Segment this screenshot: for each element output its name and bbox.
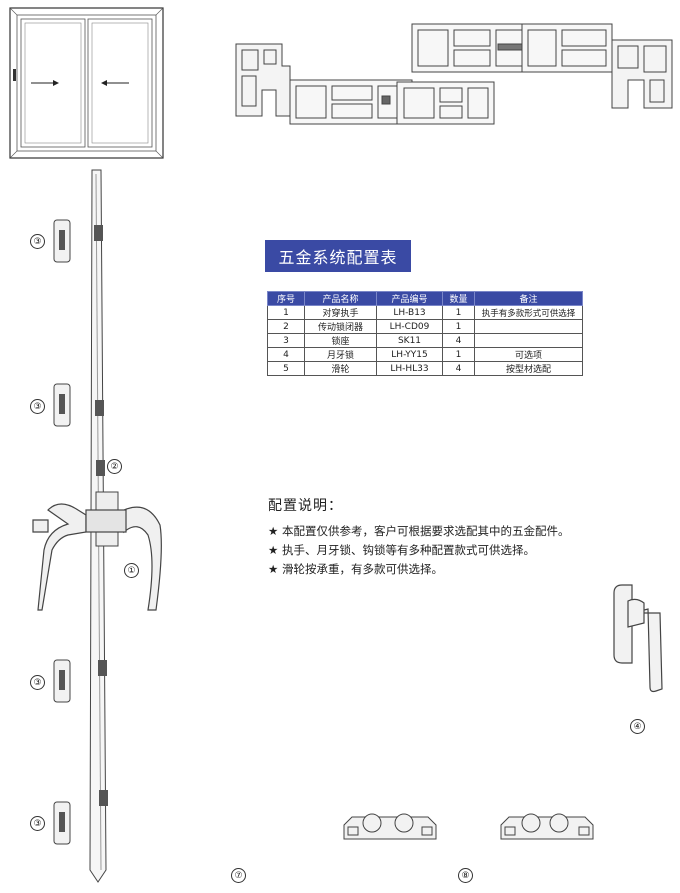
table-cell: 5 [267, 361, 305, 376]
callout-3-top: ③ [30, 234, 45, 249]
pulley-diagram-a [343, 813, 437, 840]
window-elevation-diagram [9, 7, 164, 159]
callout-3-bottom: ③ [30, 816, 45, 831]
callout-3-upper: ③ [30, 399, 45, 414]
table-cell: 滑轮 [304, 361, 377, 376]
table-cell [474, 319, 583, 334]
callout-7: ⑦ [231, 868, 246, 883]
note-item: ★ 滑轮按承重，有多款可供选择。 [268, 562, 443, 576]
table-cell [474, 333, 583, 348]
table-header-cell: 备注 [474, 291, 583, 306]
table-cell: LH-B13 [376, 305, 443, 320]
table-header-row: 序号 产品名称 产品编号 数量 备注 [267, 291, 583, 306]
table-cell: LH-YY15 [376, 347, 443, 362]
callout-1: ① [124, 563, 139, 578]
table-title: 五金系统配置表 [265, 240, 411, 272]
profile-cross-section-diagram [235, 23, 673, 125]
table-cell: 按型材选配 [474, 361, 583, 376]
table-cell: 传动锁闭器 [304, 319, 377, 334]
table-cell: 1 [442, 319, 475, 334]
notes-heading: 配置说明： [268, 498, 343, 514]
note-item: ★ 本配置仅供参考，客户可根据要求选配其中的五金配件。 [268, 524, 570, 538]
table-cell: 执手有多款形式可供选择 [474, 305, 583, 320]
crescent-lock-diagram [613, 584, 663, 693]
callout-4: ④ [630, 719, 645, 734]
pulley-diagram-b [500, 813, 594, 840]
table-cell: 4 [442, 333, 475, 348]
table-cell: 4 [267, 347, 305, 362]
table-cell: 锁座 [304, 333, 377, 348]
table-cell: 可选项 [474, 347, 583, 362]
table-row: 2 传动锁闭器 LH-CD09 1 [267, 319, 583, 334]
table-row: 1 对穿执手 LH-B13 1 执手有多款形式可供选择 [267, 305, 583, 320]
callout-3-lower: ③ [30, 675, 45, 690]
table-cell: 3 [267, 333, 305, 348]
table-cell: LH-CD09 [376, 319, 443, 334]
table-row: 5 滑轮 LH-HL33 4 按型材选配 [267, 361, 583, 376]
table-header-cell: 产品名称 [304, 291, 377, 306]
table-cell: 4 [442, 361, 475, 376]
table-cell: 对穿执手 [304, 305, 377, 320]
table-cell: 1 [442, 305, 475, 320]
table-row: 4 月牙锁 LH-YY15 1 可选项 [267, 347, 583, 362]
table-cell: 1 [442, 347, 475, 362]
table-header-cell: 序号 [267, 291, 305, 306]
hardware-config-table: 序号 产品名称 产品编号 数量 备注 1 对穿执手 LH-B13 1 执手有多款… [267, 291, 583, 376]
table-cell: LH-HL33 [376, 361, 443, 376]
table-header-cell: 数量 [442, 291, 475, 306]
table-header-cell: 产品编号 [376, 291, 443, 306]
transmission-lock-diagram [32, 169, 162, 883]
table-cell: 1 [267, 305, 305, 320]
callout-8: ⑧ [458, 868, 473, 883]
note-item: ★ 执手、月牙锁、钩锁等有多种配置款式可供选择。 [268, 543, 535, 557]
table-cell: 2 [267, 319, 305, 334]
table-row: 3 锁座 SK11 4 [267, 333, 583, 348]
table-cell: SK11 [376, 333, 443, 348]
table-cell: 月牙锁 [304, 347, 377, 362]
callout-2: ② [107, 459, 122, 474]
config-notes: 配置说明： ★ 本配置仅供参考，客户可根据要求选配其中的五金配件。 ★ 执手、月… [268, 497, 569, 579]
